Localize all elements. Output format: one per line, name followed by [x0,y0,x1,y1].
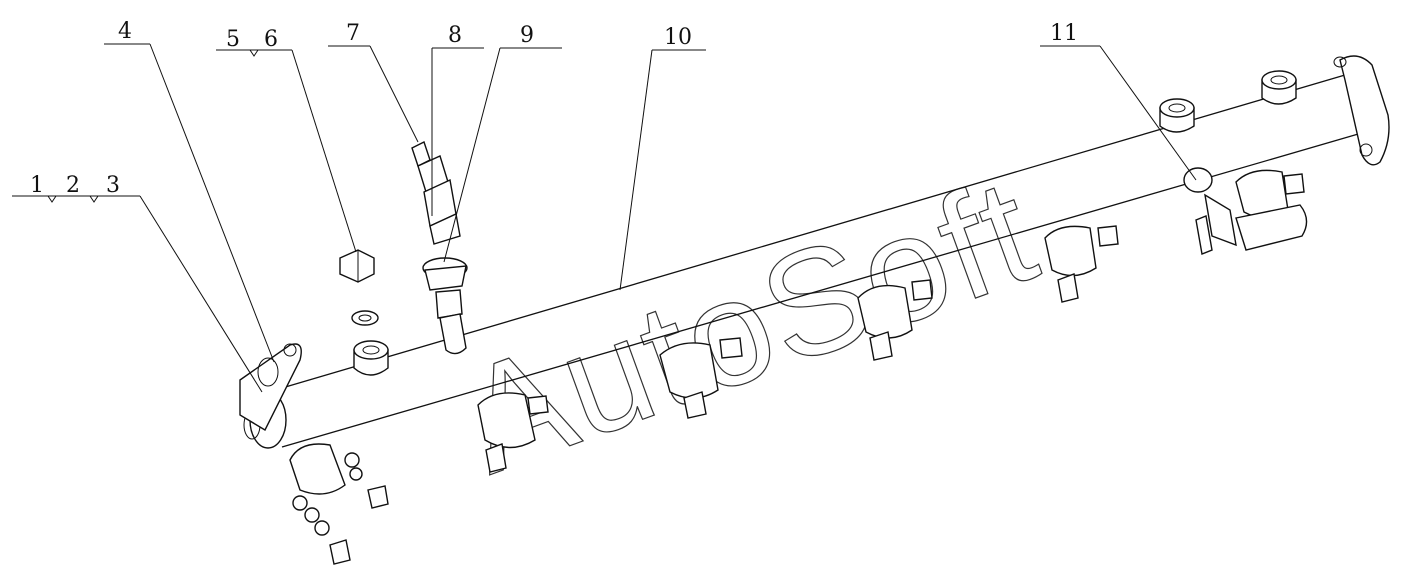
callout-9: 9 [520,23,534,48]
callout-leaders [12,43,1197,393]
return-line-connector [1183,167,1308,255]
plug-bolt [339,249,375,283]
clamp-1 [289,443,389,509]
callout-11: 11 [1050,21,1078,46]
top-boss-right-2 [1261,70,1297,105]
callout-3: 3 [106,173,120,198]
callout-10: 10 [664,25,692,50]
top-boss-right-1 [1159,98,1195,133]
sealing-washer [351,310,379,326]
callout-6: 6 [264,27,278,52]
callout-7: 7 [346,21,360,46]
callout-1: 1 [30,173,44,198]
watermark: AutoSoft [443,145,1056,505]
top-boss-left [353,340,389,376]
callout-2: 2 [66,173,80,198]
callout-5: 5 [226,27,240,52]
callout-labels: 1 2 3 4 5 6 7 8 9 10 11 [30,19,1078,198]
clamp-2 [477,392,549,473]
callout-8: 8 [448,23,462,48]
callout-4: 4 [118,19,132,44]
fuel-rail-tube [239,55,1390,449]
clamp-4 [857,279,933,361]
pressure-relief-valve [422,257,468,355]
clamp-3 [659,337,743,419]
left-washer-stack [292,495,351,565]
clamp-5 [1044,225,1119,303]
